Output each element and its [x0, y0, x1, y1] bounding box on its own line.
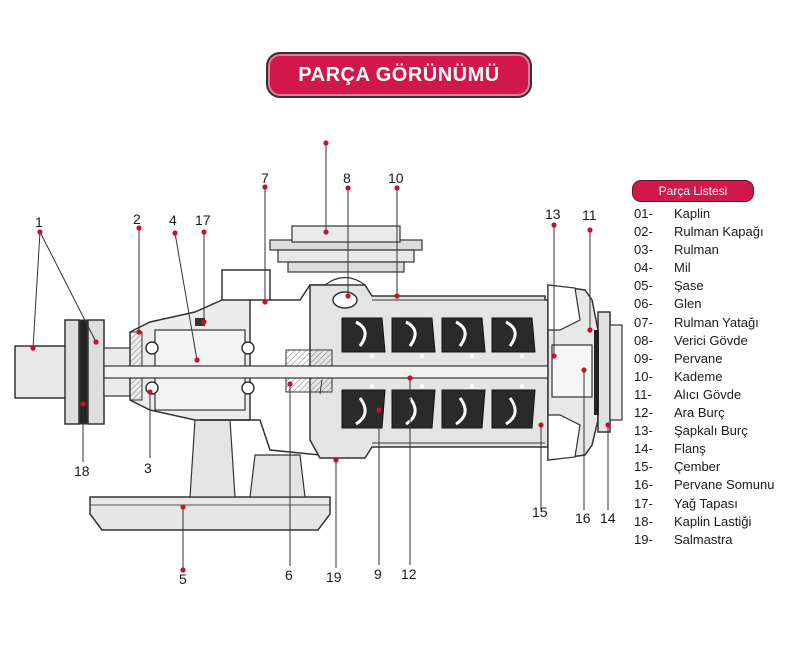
legend-item: 06-Glen — [634, 296, 702, 312]
callout-10: 10 — [388, 170, 404, 186]
legend-item: 09-Pervane — [634, 350, 723, 366]
page-title: PARÇA GÖRÜNÜMÜ — [266, 52, 532, 98]
callout-markers — [30, 140, 611, 573]
callout-4: 4 — [169, 212, 177, 228]
legend-item: 19-Salmastra — [634, 531, 733, 547]
shaft — [103, 365, 575, 379]
impeller-stack — [341, 317, 536, 429]
callout-9: 9 — [374, 566, 382, 582]
legend-item: 14-Flanş — [634, 441, 706, 457]
legend-item: 10-Kademe — [634, 368, 723, 384]
callout-17: 17 — [195, 212, 211, 228]
base-frame — [89, 419, 331, 531]
top-flange — [269, 225, 423, 273]
callout-14: 14 — [600, 510, 616, 526]
legend-item: 13-Şapkalı Burç — [634, 423, 748, 439]
impeller — [341, 317, 386, 429]
legend-item: 02-Rulman Kapağı — [634, 224, 764, 240]
legend-item: 15-Çember — [634, 459, 721, 475]
legend-item: 16-Pervane Somunu — [634, 477, 775, 493]
callout-12: 12 — [401, 566, 417, 582]
callout-2: 2 — [133, 211, 141, 227]
legend-item: 18-Kaplin Lastiği — [634, 513, 752, 529]
legend-header: Parça Listesi — [632, 180, 754, 202]
callout-6: 6 — [285, 567, 293, 583]
legend-item: 07-Rulman Yatağı — [634, 314, 759, 330]
callout-18: 18 — [74, 463, 90, 479]
impeller — [391, 317, 436, 429]
legend-item: 03-Rulman — [634, 242, 719, 258]
legend-item: 01-Kaplin — [634, 206, 711, 221]
legend-item: 08-Verici Gövde — [634, 332, 748, 348]
callout-8: 8 — [343, 170, 351, 186]
callout-15: 15 — [532, 504, 548, 520]
callout-1: 1 — [35, 214, 43, 230]
legend-item: 04-Mil — [634, 260, 691, 276]
legend-item: 17-Yağ Tapası — [634, 495, 738, 511]
legend-item: 11-Alıcı Gövde — [634, 386, 742, 402]
callout-13: 13 — [545, 206, 561, 222]
callout-5: 5 — [179, 571, 187, 587]
legend-item: 12-Ara Burç — [634, 405, 725, 421]
callout-7: 7 — [261, 170, 269, 186]
suction-casing — [547, 284, 623, 461]
callout-19: 19 — [326, 569, 342, 585]
impeller — [441, 317, 486, 429]
callout-3: 3 — [144, 460, 152, 476]
impeller — [491, 317, 536, 429]
parts-legend: 01-Kaplin 02-Rulman Kapağı 03-Rulman 04-… — [634, 206, 774, 550]
leader-lines — [32, 143, 609, 570]
legend-item: 05-Şase — [634, 278, 704, 294]
callout-11: 11 — [582, 207, 597, 223]
callout-16: 16 — [575, 510, 591, 526]
